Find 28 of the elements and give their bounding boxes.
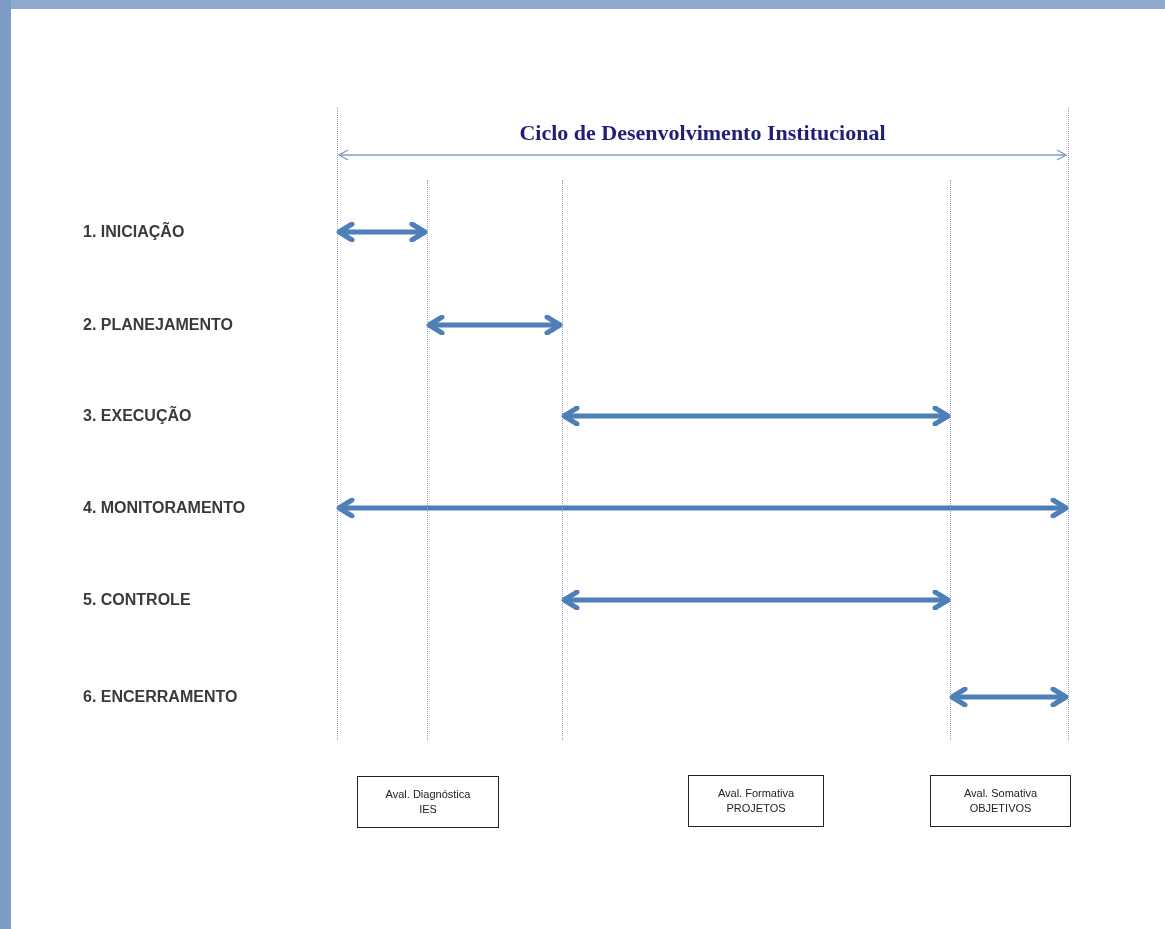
double-arrow (336, 221, 428, 243)
box-text: OBJETIVOS (969, 801, 1032, 816)
phase-label: 6. ENCERRAMENTO (83, 688, 238, 706)
dotted-divider-line (1068, 107, 1069, 740)
phase-label: 4. MONITORAMENTO (83, 499, 246, 517)
label-box (930, 775, 1071, 827)
phase-label: 5. CONTROLE (83, 591, 191, 609)
phase-label: 1. INICIAÇÃO (83, 223, 185, 241)
box-text: Aval. Diagnóstica (385, 787, 471, 802)
double-arrow (338, 149, 1067, 161)
dotted-divider-line (337, 107, 338, 740)
dotted-divider-line (950, 180, 951, 740)
phase-label: 3. EXECUÇÃO (83, 407, 192, 425)
double-arrow (949, 686, 1069, 708)
double-arrow (561, 405, 951, 427)
double-arrow (426, 314, 563, 336)
box-text: PROJETOS (726, 801, 786, 816)
label-box (357, 776, 499, 828)
box-text: IES (419, 802, 437, 817)
diagram-title: Ciclo de Desenvolvimento Institucional (518, 120, 887, 146)
box-text: Aval. Somativa (963, 786, 1038, 801)
dotted-divider-line (427, 180, 428, 740)
double-arrow (336, 497, 1069, 519)
box-text: Aval. Formativa (717, 786, 795, 801)
label-box (688, 775, 824, 827)
phase-label: 2. PLANEJAMENTO (83, 316, 233, 334)
double-arrow (561, 589, 951, 611)
dotted-divider-line (562, 180, 563, 740)
